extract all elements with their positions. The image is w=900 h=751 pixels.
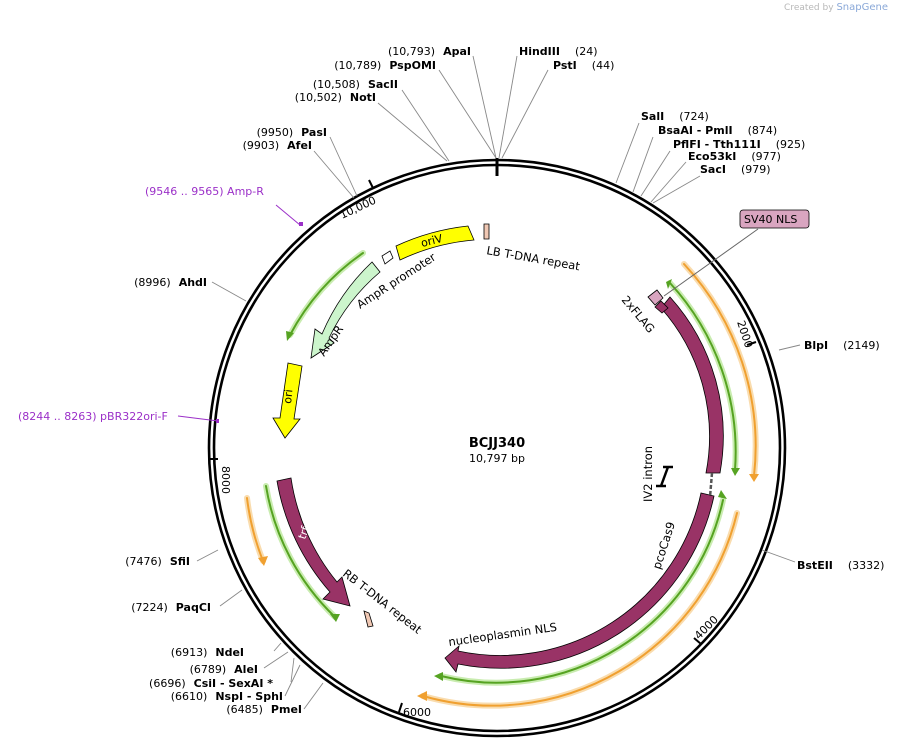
- feature-ampr: [310, 261, 381, 359]
- site-ahdi: (8996)AhdI: [134, 276, 207, 289]
- sv40-callout-line: [663, 228, 759, 297]
- snapgene-watermark: Created by SnapGene: [784, 2, 888, 13]
- label-lb-tdna: LB T-DNA repeat: [485, 243, 581, 273]
- primer-pbr322ori-f: (8244 .. 8263) pBR322ori-F: [18, 410, 168, 423]
- feature-lb-tdna: [483, 223, 490, 240]
- intron-symbol: [656, 465, 673, 488]
- site-saci: SacI(979): [700, 163, 771, 176]
- plasmid-name: BCJJ340: [469, 436, 525, 451]
- orf-arrowheads: [258, 279, 759, 701]
- feature-2xflag: [647, 289, 664, 306]
- primer-amp-r: (9546 .. 9565) Amp-R: [145, 185, 264, 198]
- site-sali: SalI(724): [641, 110, 709, 123]
- orf-indicators: [244, 250, 759, 709]
- site-alei: (6789)AleI: [190, 663, 258, 676]
- site-ndei: (6913)NdeI: [171, 646, 244, 659]
- plasmid-length: 10,797 bp: [469, 452, 525, 465]
- label-rb-tdna: RB T-DNA repeat: [340, 566, 425, 637]
- site-blpi: BlpI(2149): [804, 339, 880, 352]
- tick-label-10000: 10,000: [338, 194, 378, 222]
- label-iv2-intron: IV2 intron: [641, 446, 655, 502]
- feature-ori: [272, 362, 303, 439]
- feature-trfa: [276, 477, 351, 607]
- tick-marks: [209, 179, 757, 713]
- site-hindiii: HindIII(24): [519, 45, 598, 58]
- tick-label-8000: 8000: [219, 466, 232, 494]
- site-psti: PstI(44): [553, 59, 614, 72]
- site-csii-sexai: (6696)CsiI - SexAI *: [149, 677, 273, 690]
- site-bsaai-pmli: BsaAI - PmlI(874): [658, 124, 777, 137]
- primers: (9546 .. 9565) Amp-R (8244 .. 8263) pBR3…: [18, 185, 303, 423]
- site-leaders: [196, 55, 801, 710]
- site-nspi-sphi: (6610)NspI - SphI: [171, 690, 283, 703]
- feature-ampr-promoter: [381, 250, 394, 265]
- site-eco53ki: Eco53kI(977): [688, 150, 781, 163]
- sv40-label-box: [739, 209, 810, 229]
- label-oriv: oriV: [420, 232, 445, 250]
- sites-right: HindIII(24) PstI(44) SalI(724) BsaAI - P…: [519, 45, 884, 572]
- site-sacii: (10,508)SacII: [313, 78, 398, 91]
- feature-oriv: [395, 225, 475, 261]
- label-nucleoplasmin-nls: nucleoplasmin NLS: [447, 620, 557, 649]
- site-sfii: (7476)SfiI: [125, 555, 190, 568]
- site-pflfi-tth111i: PflFI - Tth111I(925): [673, 138, 805, 151]
- feature-sv40-nls: [654, 300, 669, 314]
- label-ori: ori: [281, 389, 295, 405]
- feature-iv2-intron-gap: [708, 472, 714, 498]
- tick-label-6000: 6000: [403, 706, 431, 719]
- site-apai: (10,793)ApaI: [388, 45, 471, 58]
- feature-rb-tdna: [363, 610, 374, 628]
- site-afei: (9903)AfeI: [243, 139, 312, 152]
- site-pmei: (6485)PmeI: [226, 703, 302, 716]
- site-pasi: (9950)PasI: [257, 126, 327, 139]
- label-sv40-nls: SV40 NLS: [744, 213, 797, 226]
- site-bsteii: BstEII(3332): [797, 559, 884, 572]
- snapgene-logo: SnapGene: [836, 2, 888, 13]
- sites-left: (10,793)ApaI (10,789)PspOMI (10,508)SacI…: [125, 45, 471, 716]
- site-paqci: (7224)PaqCI: [131, 601, 211, 614]
- site-psp-omi: (10,789)PspOMI: [334, 59, 436, 72]
- feature-pcocas9: [660, 296, 724, 474]
- site-noti: (10,502)NotI: [295, 91, 376, 104]
- feature-pcocas9-arrow: [444, 492, 715, 673]
